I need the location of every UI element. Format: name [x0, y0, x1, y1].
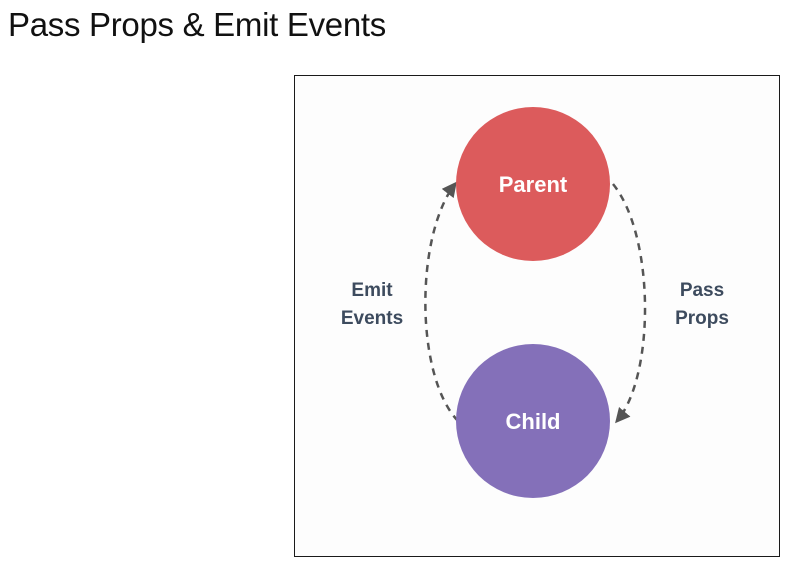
emit-events-label: Emit Events	[341, 280, 403, 329]
pass-props-label: Pass Props	[675, 280, 729, 329]
emit-events-arrow	[424, 181, 459, 422]
pass-props-label-line1: Pass	[680, 280, 724, 301]
child-circle	[456, 344, 610, 498]
props-events-diagram: Parent Child Emit Events Pass Props	[341, 107, 729, 498]
parent-node: Parent	[456, 107, 610, 261]
page-title: Pass Props & Emit Events	[8, 6, 386, 43]
child-label: Child	[506, 409, 561, 434]
parent-label: Parent	[499, 172, 568, 197]
emit-events-label-line2: Events	[341, 308, 403, 329]
child-node: Child	[456, 344, 610, 498]
diagram-frame: Parent Child Emit Events Pass Props	[294, 75, 780, 557]
parent-circle	[456, 107, 610, 261]
pass-props-arrow	[612, 183, 647, 424]
pass-props-label-line2: Props	[675, 308, 729, 329]
emit-events-label-line1: Emit	[351, 280, 393, 301]
